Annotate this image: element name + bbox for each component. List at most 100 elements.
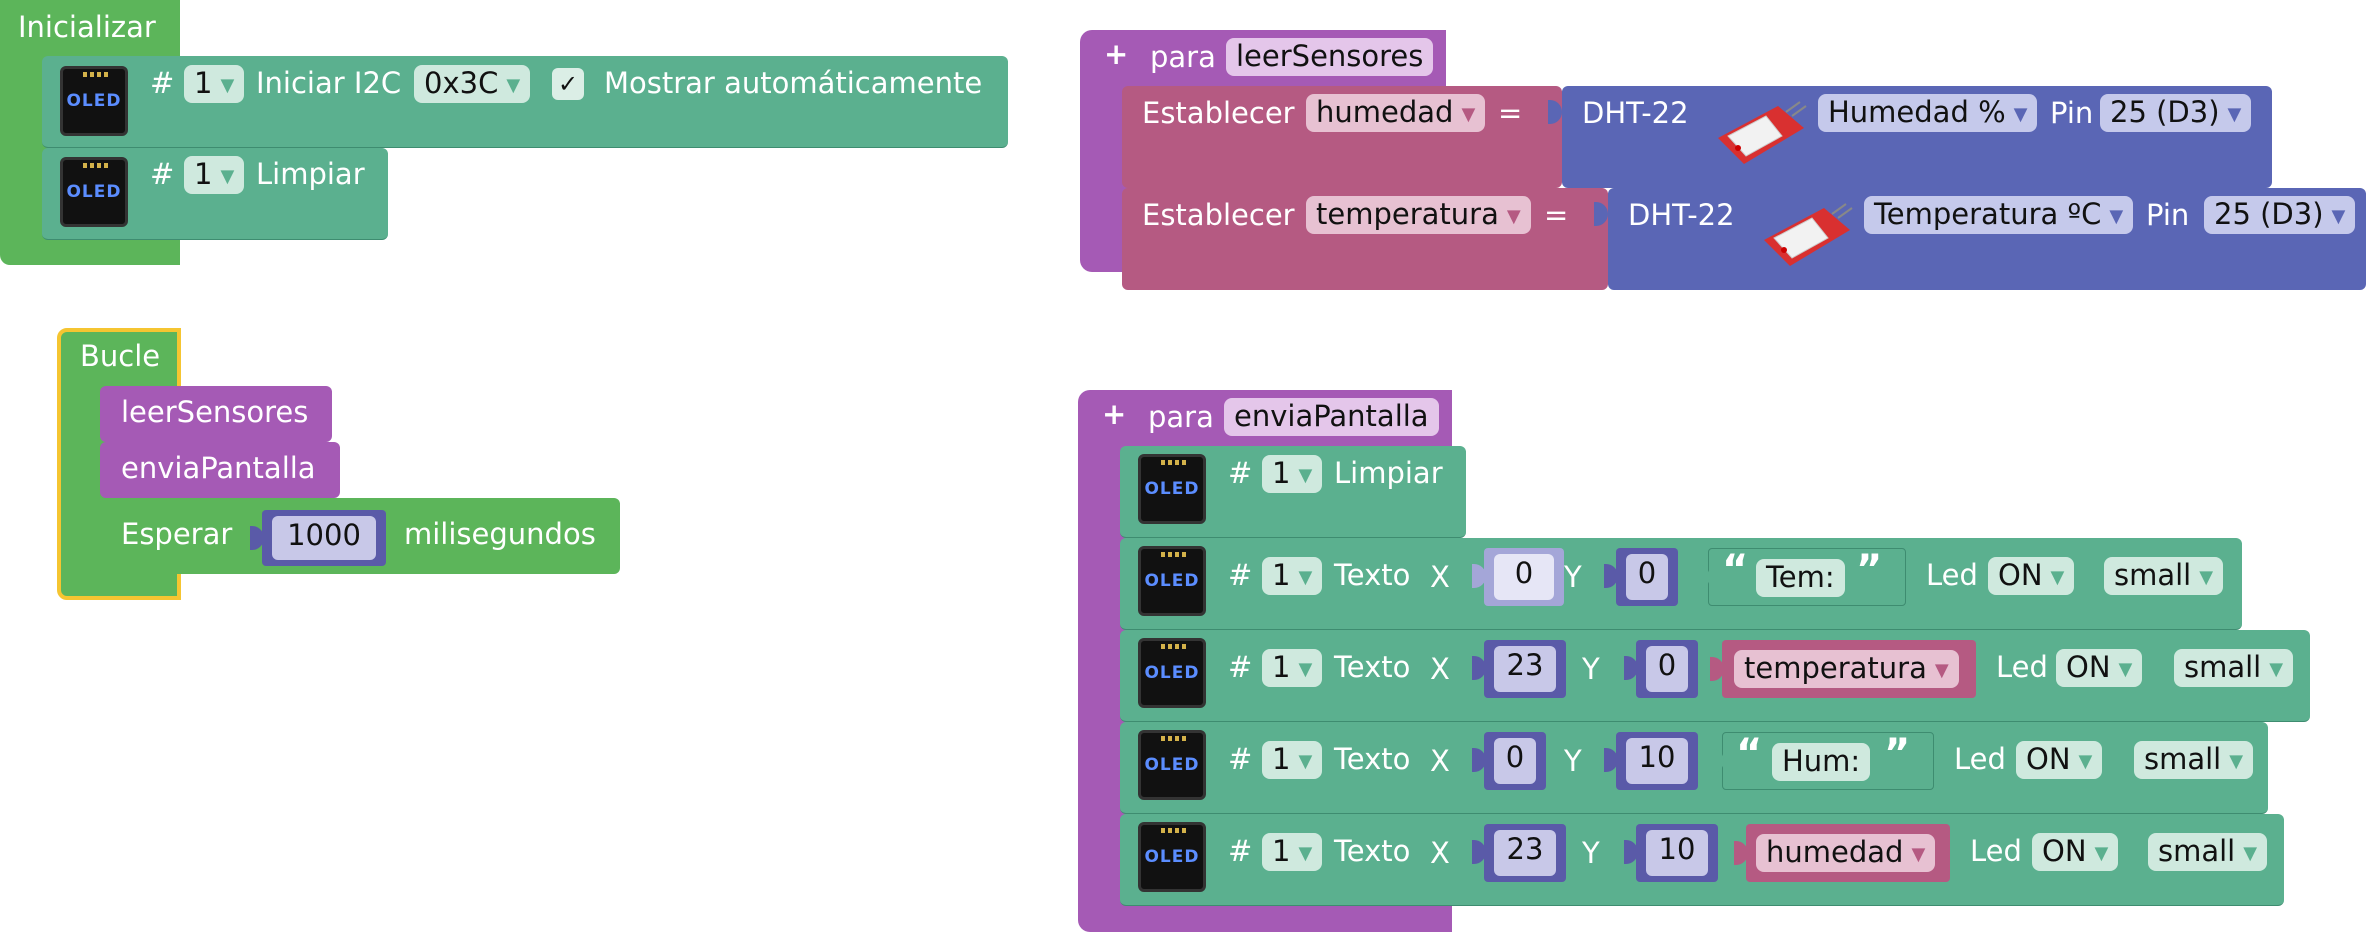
esperar-label: Esperar [121, 517, 233, 551]
bucle-title: Bucle [80, 339, 161, 373]
close-quote-icon: ” [1856, 547, 1883, 593]
inicializar-cap [0, 0, 180, 56]
led-select[interactable]: ON▼ [2056, 649, 2143, 687]
x-number-block[interactable]: 23 [1472, 824, 1566, 882]
call-envia-pantalla-label: enviaPantalla [121, 451, 316, 485]
inicializar-title: Inicializar [18, 10, 156, 44]
i2c-address-select[interactable]: 0x3C▼ [414, 65, 531, 103]
display-select[interactable]: 1▼ [1262, 455, 1323, 493]
x-value[interactable]: 23 [1494, 830, 1556, 876]
size-select[interactable]: small▼ [2148, 833, 2268, 871]
size-select[interactable]: small▼ [2134, 741, 2254, 779]
y-number-block[interactable]: 0 [1604, 548, 1678, 606]
hash-label: # [150, 157, 175, 191]
close-quote-icon: ” [1884, 731, 1911, 777]
hash-label: # [1228, 558, 1253, 592]
hash-label: # [1228, 742, 1253, 776]
procedure-name-field[interactable]: enviaPantalla [1224, 398, 1439, 436]
texto-label: Texto [1334, 558, 1411, 592]
auto-display-label: Mostrar automáticamente [604, 66, 983, 100]
text-value-field[interactable]: Tem: [1756, 559, 1845, 597]
x-value[interactable]: 0 [1494, 738, 1536, 784]
auto-display-checkbox[interactable]: ✓ [552, 68, 584, 100]
y-label: Y [1564, 560, 1582, 594]
open-quote-icon: “ [1736, 731, 1763, 777]
plus-icon[interactable]: + [1104, 37, 1129, 71]
y-label: Y [1564, 744, 1582, 778]
hash-label: # [1228, 650, 1253, 684]
hash-label: # [1228, 456, 1253, 490]
display-select[interactable]: 1▼ [184, 156, 245, 194]
measure-select-humedad[interactable]: Humedad %▼ [1818, 94, 2038, 132]
texto-label: Texto [1334, 834, 1411, 868]
wait-value[interactable]: 1000 [272, 516, 376, 560]
display-select[interactable]: 1▼ [184, 65, 245, 103]
milisegundos-label: milisegundos [404, 517, 596, 551]
variable-select-temperatura[interactable]: temperatura▼ [1734, 650, 1959, 688]
x-label: X [1430, 652, 1450, 686]
y-value[interactable]: 0 [1646, 646, 1688, 692]
y-number-block[interactable]: 10 [1624, 824, 1718, 882]
led-select[interactable]: ON▼ [2032, 833, 2119, 871]
led-label: Led [1996, 650, 2048, 684]
variable-select-humedad[interactable]: humedad▼ [1756, 834, 1936, 872]
texto-label: Texto [1334, 742, 1411, 776]
y-number-block[interactable]: 0 [1624, 640, 1698, 698]
y-value[interactable]: 0 [1626, 554, 1668, 600]
measure-select-temperatura[interactable]: Temperatura ºC▼ [1864, 196, 2134, 234]
oled-display-icon: OLED [60, 157, 128, 227]
x-label: X [1430, 744, 1450, 778]
display-select[interactable]: 1▼ [1262, 741, 1323, 779]
para-label: para [1150, 40, 1216, 74]
display-select[interactable]: 1▼ [1262, 649, 1323, 687]
x-number-block[interactable]: 0 [1472, 548, 1564, 606]
oled-display-icon: OLED [1138, 638, 1206, 708]
establecer-label: Establecer [1142, 96, 1295, 130]
y-number-block[interactable]: 10 [1604, 732, 1698, 790]
size-select[interactable]: small▼ [2104, 557, 2224, 595]
x-value[interactable]: 23 [1494, 646, 1556, 692]
limpiar-label: Limpiar [1334, 456, 1443, 490]
texto-label: Texto [1334, 650, 1411, 684]
y-label: Y [1582, 836, 1600, 870]
call-envia-pantalla[interactable] [100, 442, 340, 498]
call-leer-sensores-label: leerSensores [121, 395, 309, 429]
size-select[interactable]: small▼ [2174, 649, 2294, 687]
x-value[interactable]: 0 [1494, 554, 1554, 600]
display-select[interactable]: 1▼ [1262, 833, 1323, 871]
oled-display-icon: OLED [60, 66, 128, 136]
led-select[interactable]: ON▼ [2016, 741, 2103, 779]
y-value[interactable]: 10 [1646, 830, 1708, 876]
pin-select-temperatura[interactable]: 25 (D3)▼ [2204, 196, 2356, 234]
plus-icon[interactable]: + [1102, 397, 1127, 431]
pin-label: Pin [2050, 96, 2094, 130]
variable-select-temperatura[interactable]: temperatura▼ [1306, 196, 1531, 234]
iniciar-i2c-label: Iniciar I2C [256, 66, 402, 100]
led-label: Led [1926, 558, 1978, 592]
led-select[interactable]: ON▼ [1988, 557, 2075, 595]
variable-select-humedad[interactable]: humedad▼ [1306, 94, 1486, 132]
pin-select-humedad[interactable]: 25 (D3)▼ [2100, 94, 2252, 132]
oled-display-icon: OLED [1138, 546, 1206, 616]
call-leer-sensores[interactable] [100, 386, 332, 442]
procedure-name-field[interactable]: leerSensores [1226, 38, 1434, 76]
hash-label: # [1228, 834, 1253, 868]
led-label: Led [1970, 834, 2022, 868]
dht22-label: DHT-22 [1582, 96, 1689, 130]
display-select[interactable]: 1▼ [1262, 557, 1323, 595]
oled-display-icon: OLED [1138, 730, 1206, 800]
text-value-field[interactable]: Hum: [1772, 743, 1871, 781]
hash-label: # [150, 66, 175, 100]
establecer-label: Establecer [1142, 198, 1295, 232]
open-quote-icon: “ [1722, 547, 1749, 593]
oled-display-icon: OLED [1138, 454, 1206, 524]
para-label: para [1148, 400, 1214, 434]
x-number-block[interactable]: 0 [1472, 732, 1546, 790]
equals-label: = [1498, 96, 1523, 130]
x-number-block[interactable]: 23 [1472, 640, 1566, 698]
dht22-label: DHT-22 [1628, 198, 1735, 232]
led-label: Led [1954, 742, 2006, 776]
x-label: X [1430, 836, 1450, 870]
wait-number-block[interactable]: 1000 [250, 510, 386, 566]
y-value[interactable]: 10 [1626, 738, 1688, 784]
